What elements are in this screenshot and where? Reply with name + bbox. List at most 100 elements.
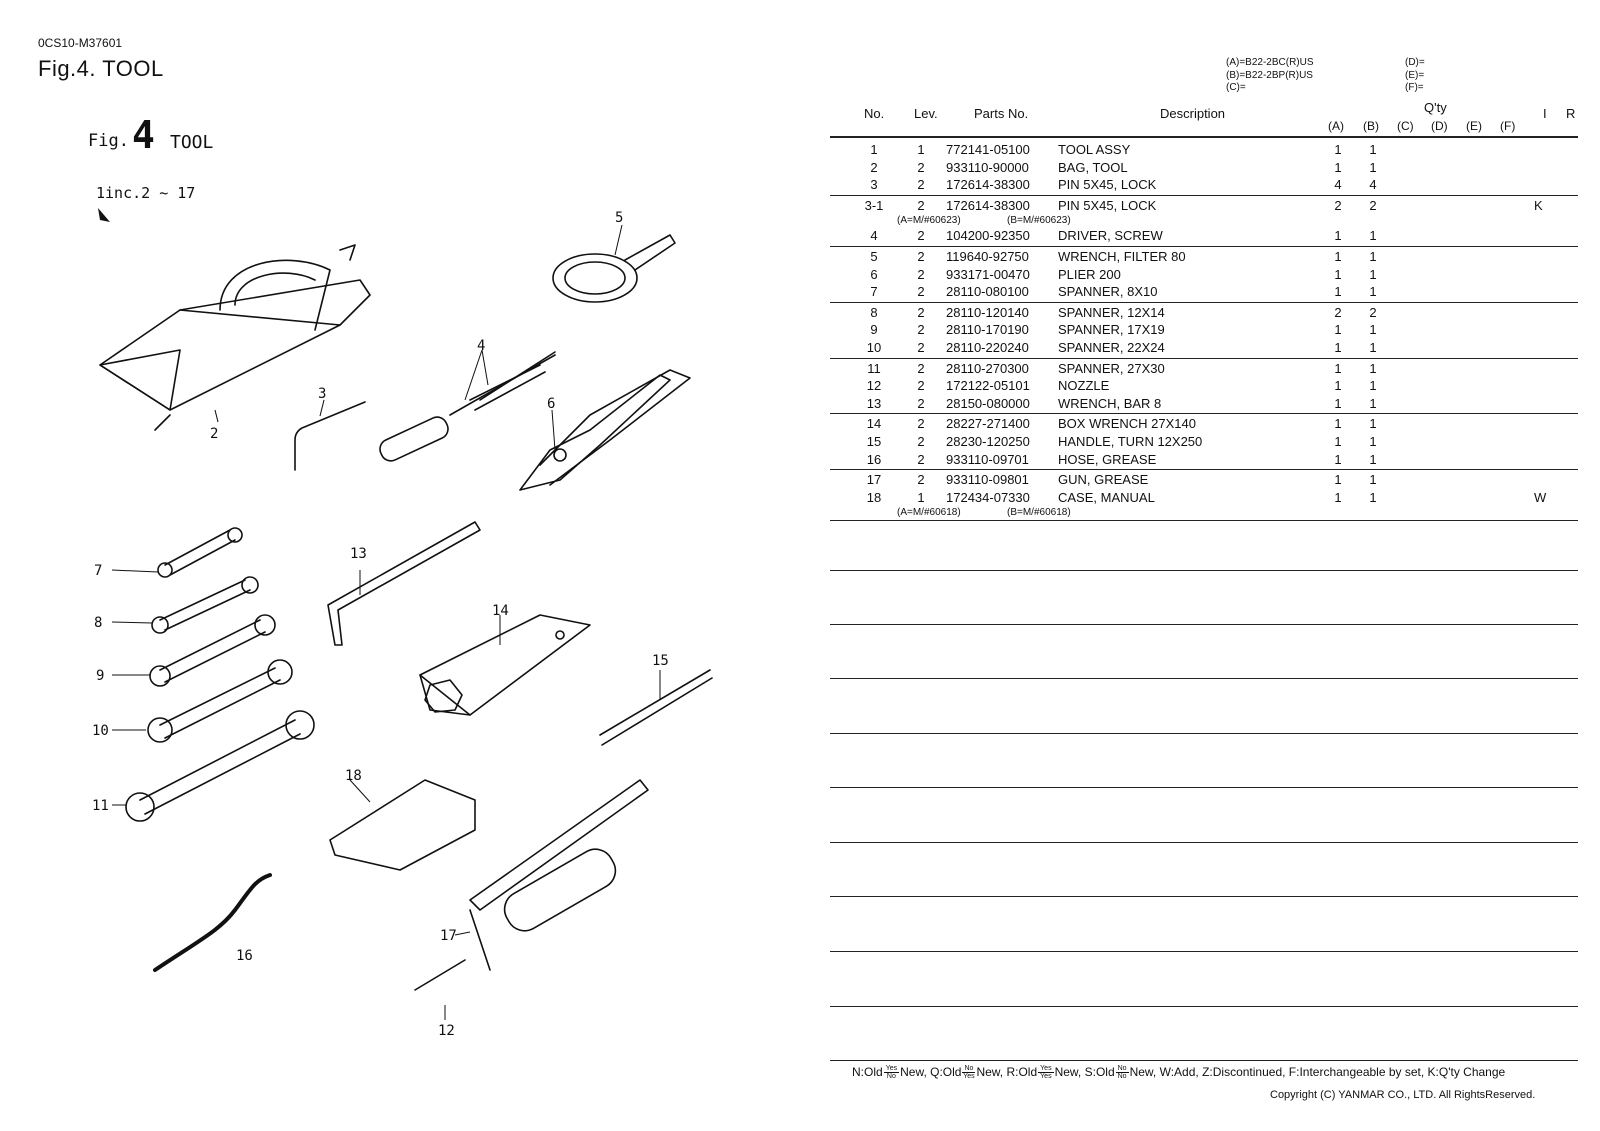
fraction-bottom: Yes — [1040, 1073, 1052, 1081]
cell-lev: 2 — [917, 322, 925, 338]
header-col-d: (D) — [1431, 119, 1448, 133]
cell-qty-b: 2 — [1369, 197, 1377, 213]
cell-qty-b: 1 — [1369, 159, 1377, 175]
callout-17: 17 — [440, 928, 457, 944]
cell-qty-a: 1 — [1334, 248, 1342, 264]
document-code: 0CS10-M37601 — [38, 36, 123, 50]
screwdriver-drawing — [379, 351, 556, 462]
header-col-c: (C) — [1397, 119, 1414, 133]
header-i: I — [1543, 106, 1547, 121]
callout-8: 8 — [94, 615, 102, 631]
cell-no: 10 — [866, 339, 882, 355]
fraction-top: No — [962, 1065, 976, 1074]
callout-9: 9 — [96, 668, 104, 684]
cell-no: 5 — [870, 248, 878, 264]
fig-word: Fig. — [88, 131, 129, 151]
inc-note: 1inc.2 ~ 17 — [96, 184, 195, 202]
spanners-drawing — [125, 527, 315, 822]
box-wrench-drawing — [419, 614, 591, 716]
cell-no: 18 — [866, 489, 882, 505]
copyright-notice: Copyright (C) YANMAR CO., LTD. All Right… — [1270, 1089, 1536, 1101]
cell-qty-a: 1 — [1334, 159, 1342, 175]
figure-title: Fig.4. TOOL — [38, 56, 164, 81]
header-r: R — [1566, 106, 1576, 121]
tool-illustration: Fig. 4 TOOL 1inc.2 ~ 17 2 3 4 5 6 7 8 9 … — [88, 113, 713, 1039]
cell-qty-a: 1 — [1334, 360, 1342, 376]
cell-description: SPANNER, 27X30 — [1058, 360, 1165, 376]
cell-description: WRENCH, BAR 8 — [1058, 395, 1162, 411]
cell-lev: 2 — [917, 360, 925, 376]
cell-parts-no: 933110-09701 — [946, 451, 1029, 467]
cell-qty-b: 1 — [1369, 266, 1377, 282]
parts-table: No. Lev. Parts No. Description Q'ty I R … — [830, 100, 1578, 522]
fig-name: TOOL — [170, 132, 214, 153]
code-s: S:Old — [1084, 1065, 1115, 1079]
header-parts-no: Parts No. — [974, 106, 1029, 121]
cell-lev: 2 — [917, 177, 925, 193]
cell-no: 2 — [870, 159, 878, 175]
cell-qty-b: 1 — [1369, 248, 1377, 264]
cell-no: 14 — [866, 416, 882, 432]
cell-lev: 1 — [917, 489, 925, 505]
cell-qty-b: 1 — [1369, 322, 1377, 338]
tool-bag-drawing — [99, 244, 371, 431]
callout-2: 2 — [210, 426, 218, 442]
blank-ruled-line — [830, 624, 1578, 625]
cell-description: BOX WRENCH 27X140 — [1058, 416, 1196, 432]
callout-11: 11 — [92, 798, 109, 814]
cell-lev: 2 — [917, 159, 925, 175]
cell-description: GUN, GREASE — [1058, 472, 1149, 488]
header-col-f: (F) — [1500, 119, 1516, 133]
cell-parts-no: 172434-07330 — [946, 489, 1030, 505]
cell-qty-a: 1 — [1334, 433, 1342, 449]
legend-d: (D)= — [1405, 57, 1425, 68]
cell-no: 12 — [866, 378, 882, 394]
cell-ir: K — [1534, 197, 1543, 213]
cell-parts-no: 933110-09801 — [946, 472, 1029, 488]
cell-lev: 2 — [917, 416, 925, 432]
cell-parts-no: 28110-120140 — [946, 304, 1029, 320]
serial-note: (A=M/#60623)(B=M/#60623) — [830, 215, 1578, 228]
cell-parts-no: 28227-271400 — [946, 416, 1030, 432]
cell-description: SPANNER, 22X24 — [1058, 339, 1165, 355]
cell-qty-b: 1 — [1369, 416, 1377, 432]
legend-a: (A)=B22-2BC(R)US — [1226, 57, 1314, 68]
cell-qty-a: 1 — [1334, 489, 1342, 505]
cell-lev: 2 — [917, 339, 925, 355]
cell-no: 16 — [866, 451, 882, 467]
cell-qty-a: 2 — [1334, 304, 1342, 320]
cell-qty-a: 1 — [1334, 284, 1342, 300]
cell-parts-no: 172614-38300 — [946, 197, 1030, 213]
cell-qty-b: 1 — [1369, 472, 1377, 488]
cell-qty-a: 1 — [1334, 228, 1342, 244]
lock-pin-drawing — [294, 401, 366, 471]
cell-parts-no: 28110-170190 — [946, 322, 1029, 338]
cell-qty-a: 1 — [1334, 142, 1342, 157]
cell-parts-no: 172614-38300 — [946, 177, 1030, 193]
cell-description: CASE, MANUAL — [1058, 489, 1155, 505]
cell-description: DRIVER, SCREW — [1058, 228, 1163, 244]
note-a: (A=M/#60623) — [897, 215, 961, 227]
header-lev: Lev. — [914, 106, 938, 121]
header-no: No. — [864, 106, 885, 121]
note-b: (B=M/#60618) — [1007, 507, 1071, 519]
cell-lev: 2 — [917, 266, 925, 282]
callout-4: 4 — [477, 338, 485, 354]
callout-5: 5 — [615, 210, 623, 226]
cell-parts-no: 28110-080100 — [946, 284, 1029, 300]
codes-tail: W:Add, Z:Discontinued, F:Interchangeable… — [1159, 1065, 1506, 1079]
blank-ruled-line — [830, 570, 1578, 571]
header-col-a: (A) — [1328, 119, 1344, 133]
cell-lev: 2 — [917, 228, 925, 244]
